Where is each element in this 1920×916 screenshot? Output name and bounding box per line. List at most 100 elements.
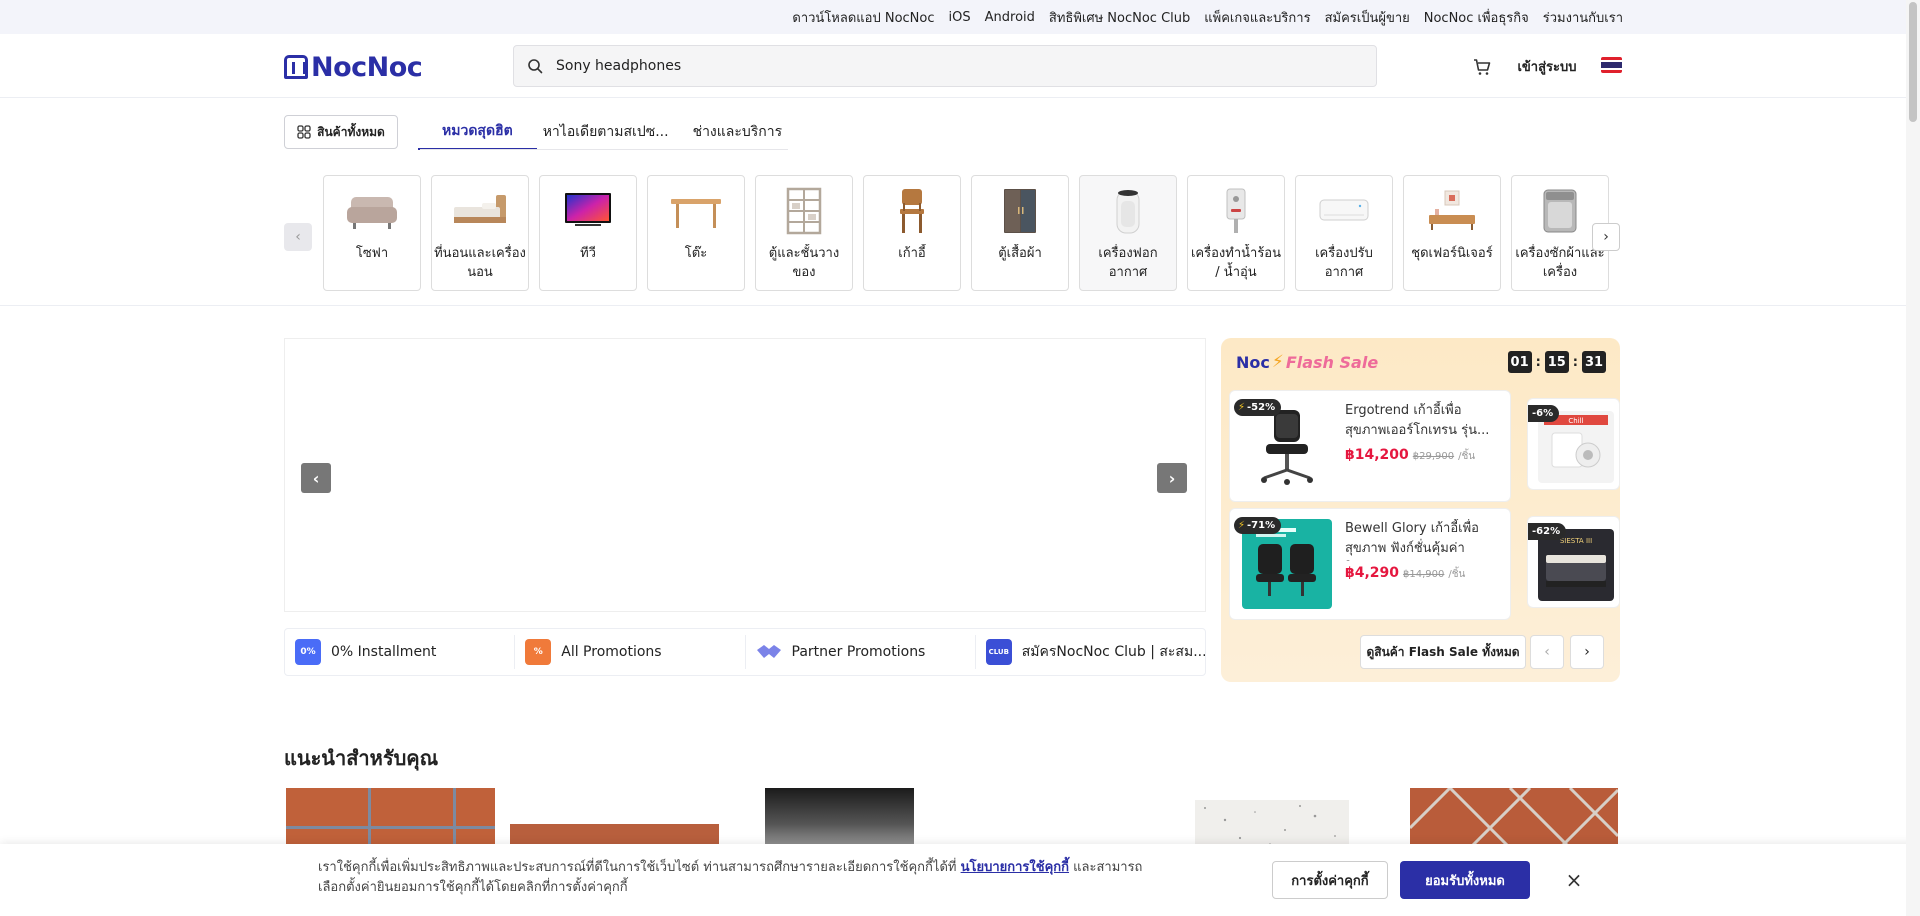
flash-product-mini[interactable]: SIESTA III -62% xyxy=(1527,516,1620,608)
category-furniture-set[interactable]: ชุดเฟอร์นิเจอร์ xyxy=(1403,175,1501,291)
flash-product-card[interactable]: ⚡-52% Ergotrend เก้าอี้เพื่อสุขภาพเออร์โ… xyxy=(1229,390,1511,502)
header: NocNoc เข้าสู่ระบบ xyxy=(0,34,1920,98)
cookie-policy-link[interactable]: นโยบายการใช้คุกกี้ xyxy=(960,860,1070,875)
search-icon[interactable] xyxy=(514,45,556,87)
tabs-underline xyxy=(420,149,788,150)
category-wardrobe[interactable]: ตู้เสื้อผ้า xyxy=(971,175,1069,291)
logo-text: NocNoc xyxy=(311,51,423,83)
login-button[interactable]: เข้าสู่ระบบ xyxy=(1517,59,1577,75)
flash-product-card[interactable]: ⚡-71% Bewell Glory เก้าอี้เพื่อสุขภาพ ฟั… xyxy=(1229,508,1511,620)
air-purifier-image xyxy=(1100,186,1156,236)
product-image xyxy=(1242,401,1332,491)
shelf-image xyxy=(776,186,832,236)
timer-minutes: 15 xyxy=(1544,351,1569,373)
flash-next-button[interactable]: › xyxy=(1570,635,1604,669)
lightning-icon: ⚡ xyxy=(1271,352,1284,372)
section-divider xyxy=(0,305,1920,306)
banner-prev-button[interactable]: ‹ xyxy=(301,463,331,493)
category-sofa[interactable]: โซฟา xyxy=(323,175,421,291)
hero-banner[interactable]: ‹ › xyxy=(284,338,1206,612)
sofa-image xyxy=(344,186,400,236)
ios-link[interactable]: iOS xyxy=(948,9,971,25)
promo-label: 0% Installment xyxy=(331,644,437,660)
svg-text:Chill: Chill xyxy=(1568,417,1583,425)
category-air-conditioner[interactable]: เครื่องปรับอากาศ xyxy=(1295,175,1393,291)
category-prev-button[interactable]: ‹ xyxy=(284,223,312,251)
category-shelves[interactable]: ตู้และชั้นวางของ xyxy=(755,175,853,291)
become-seller-link[interactable]: สมัครเป็นผู้ขาย xyxy=(1324,10,1410,26)
category-water-heater[interactable]: เครื่องทำน้ำร้อน / น้ำอุ่น xyxy=(1187,175,1285,291)
nocnoc-club-link[interactable]: สิทธิพิเศษ NocNoc Club xyxy=(1048,10,1191,26)
category-next-button[interactable]: › xyxy=(1592,223,1620,251)
recommended-product-image[interactable] xyxy=(1410,788,1618,848)
grid-icon xyxy=(297,125,311,139)
business-link[interactable]: NocNoc เพื่อธุรกิจ xyxy=(1423,10,1529,26)
category-tabs: สินค้าทั้งหมด หมวดสุดฮิต หาไอเดียตามสเปซ… xyxy=(284,114,788,150)
flash-title-noc: Noc xyxy=(1236,352,1270,372)
club-icon: CLUB xyxy=(985,639,1012,665)
close-icon[interactable]: × xyxy=(1565,868,1583,892)
cookie-banner: เราใช้คุกกี้เพื่อเพิ่มประสิทธิภาพและประส… xyxy=(0,844,1920,916)
product-name: Bewell Glory เก้าอี้เพื่อสุขภาพ ฟังก์ชั่… xyxy=(1345,521,1479,556)
washing-machine-image xyxy=(1532,186,1588,236)
cart-icon[interactable] xyxy=(1469,54,1495,80)
careers-link[interactable]: ร่วมงานกับเรา xyxy=(1542,10,1623,26)
wardrobe-image xyxy=(992,186,1048,236)
tv-image xyxy=(560,186,616,236)
cookie-message: เราใช้คุกกี้เพื่อเพิ่มประสิทธิภาพและประส… xyxy=(318,860,1143,895)
flash-sale-panel: Noc ⚡ Flash Sale 01 : 15 : 31 ⚡-52% Ergo… xyxy=(1221,338,1620,682)
recommended-product-image[interactable] xyxy=(286,788,495,848)
banner-next-button[interactable]: › xyxy=(1157,463,1187,493)
accept-all-button[interactable]: ยอมรับทั้งหมด xyxy=(1400,861,1530,899)
nocnoc-logo[interactable]: NocNoc xyxy=(284,51,423,83)
category-tv[interactable]: ทีวี xyxy=(539,175,637,291)
tab-space-ideas[interactable]: หาไอเดียตามสเปซ... xyxy=(542,124,669,140)
scrollbar-thumb[interactable] xyxy=(1909,2,1917,122)
flash-sale-title: Noc ⚡ Flash Sale xyxy=(1236,352,1378,372)
search-input[interactable] xyxy=(556,58,1316,74)
water-heater-image xyxy=(1208,186,1264,236)
promo-all-promotions[interactable]: % All Promotions xyxy=(515,635,746,669)
category-air-purifier[interactable]: เครื่องฟอกอากาศ xyxy=(1079,175,1177,291)
category-label: เครื่องปรับอากาศ xyxy=(1315,246,1373,280)
tab-popular[interactable]: หมวดสุดฮิต xyxy=(418,114,537,150)
packages-link[interactable]: แพ็คเกจและบริการ xyxy=(1204,10,1311,26)
cookie-settings-button[interactable]: การตั้งค่าคุกกี้ xyxy=(1272,861,1388,899)
all-products-button[interactable]: สินค้าทั้งหมด xyxy=(284,115,398,149)
top-strip: ดาวน์โหลดแอป NocNoc iOS Android สิทธิพิเ… xyxy=(0,0,1920,34)
android-link[interactable]: Android xyxy=(984,9,1035,25)
all-products-label: สินค้าทั้งหมด xyxy=(317,124,385,139)
category-carousel: ‹ โซฟา ที่นอนและเครื่องนอน ทีวี โต๊ะ ตู้… xyxy=(284,175,1620,295)
furniture-set-image xyxy=(1424,186,1480,236)
category-bedding[interactable]: ที่นอนและเครื่องนอน xyxy=(431,175,529,291)
top-links: ดาวน์โหลดแอป NocNoc iOS Android สิทธิพิเ… xyxy=(792,0,1623,34)
category-label: โซฟา xyxy=(355,246,389,261)
installment-icon: 0% xyxy=(295,639,321,665)
category-chair[interactable]: เก้าอี้ xyxy=(863,175,961,291)
promo-label: All Promotions xyxy=(561,644,662,660)
category-washing-machine[interactable]: เครื่องซักผ้าและเครื่อง xyxy=(1511,175,1609,291)
product-image: SIESTA III xyxy=(1538,529,1614,601)
promo-partner[interactable]: Partner Promotions xyxy=(746,635,976,669)
download-app-link[interactable]: ดาวน์โหลดแอป NocNoc xyxy=(792,10,935,26)
category-table[interactable]: โต๊ะ xyxy=(647,175,745,291)
category-label: ตู้และชั้นวางของ xyxy=(768,246,840,280)
thai-flag-icon[interactable] xyxy=(1601,57,1622,73)
flash-prev-button[interactable]: ‹ xyxy=(1530,635,1564,669)
product-name: Ergotrend เก้าอี้เพื่อสุขภาพเออร์โกเทรน … xyxy=(1345,403,1490,438)
promo-club[interactable]: CLUB สมัครNocNoc Club | สะสม... xyxy=(976,635,1205,669)
search-bar xyxy=(513,45,1377,87)
flash-title-text: Flash Sale xyxy=(1285,352,1379,372)
promo-links: 0% 0% Installment % All Promotions Partn… xyxy=(284,628,1206,676)
tab-services[interactable]: ช่างและบริการ xyxy=(692,124,783,140)
flash-product-mini[interactable]: Chill -6% xyxy=(1527,398,1620,490)
promo-installment[interactable]: 0% 0% Installment xyxy=(285,635,516,669)
handshake-icon xyxy=(755,639,782,665)
recommended-product-image[interactable] xyxy=(1195,800,1349,848)
view-all-flash-sale-button[interactable]: ดูสินค้า Flash Sale ทั้งหมด xyxy=(1360,635,1526,669)
recommended-product-image[interactable] xyxy=(765,788,914,848)
discount-badge: -62% xyxy=(1528,523,1567,540)
page-scrollbar[interactable] xyxy=(1906,0,1920,916)
timer-hours: 01 xyxy=(1507,351,1532,373)
